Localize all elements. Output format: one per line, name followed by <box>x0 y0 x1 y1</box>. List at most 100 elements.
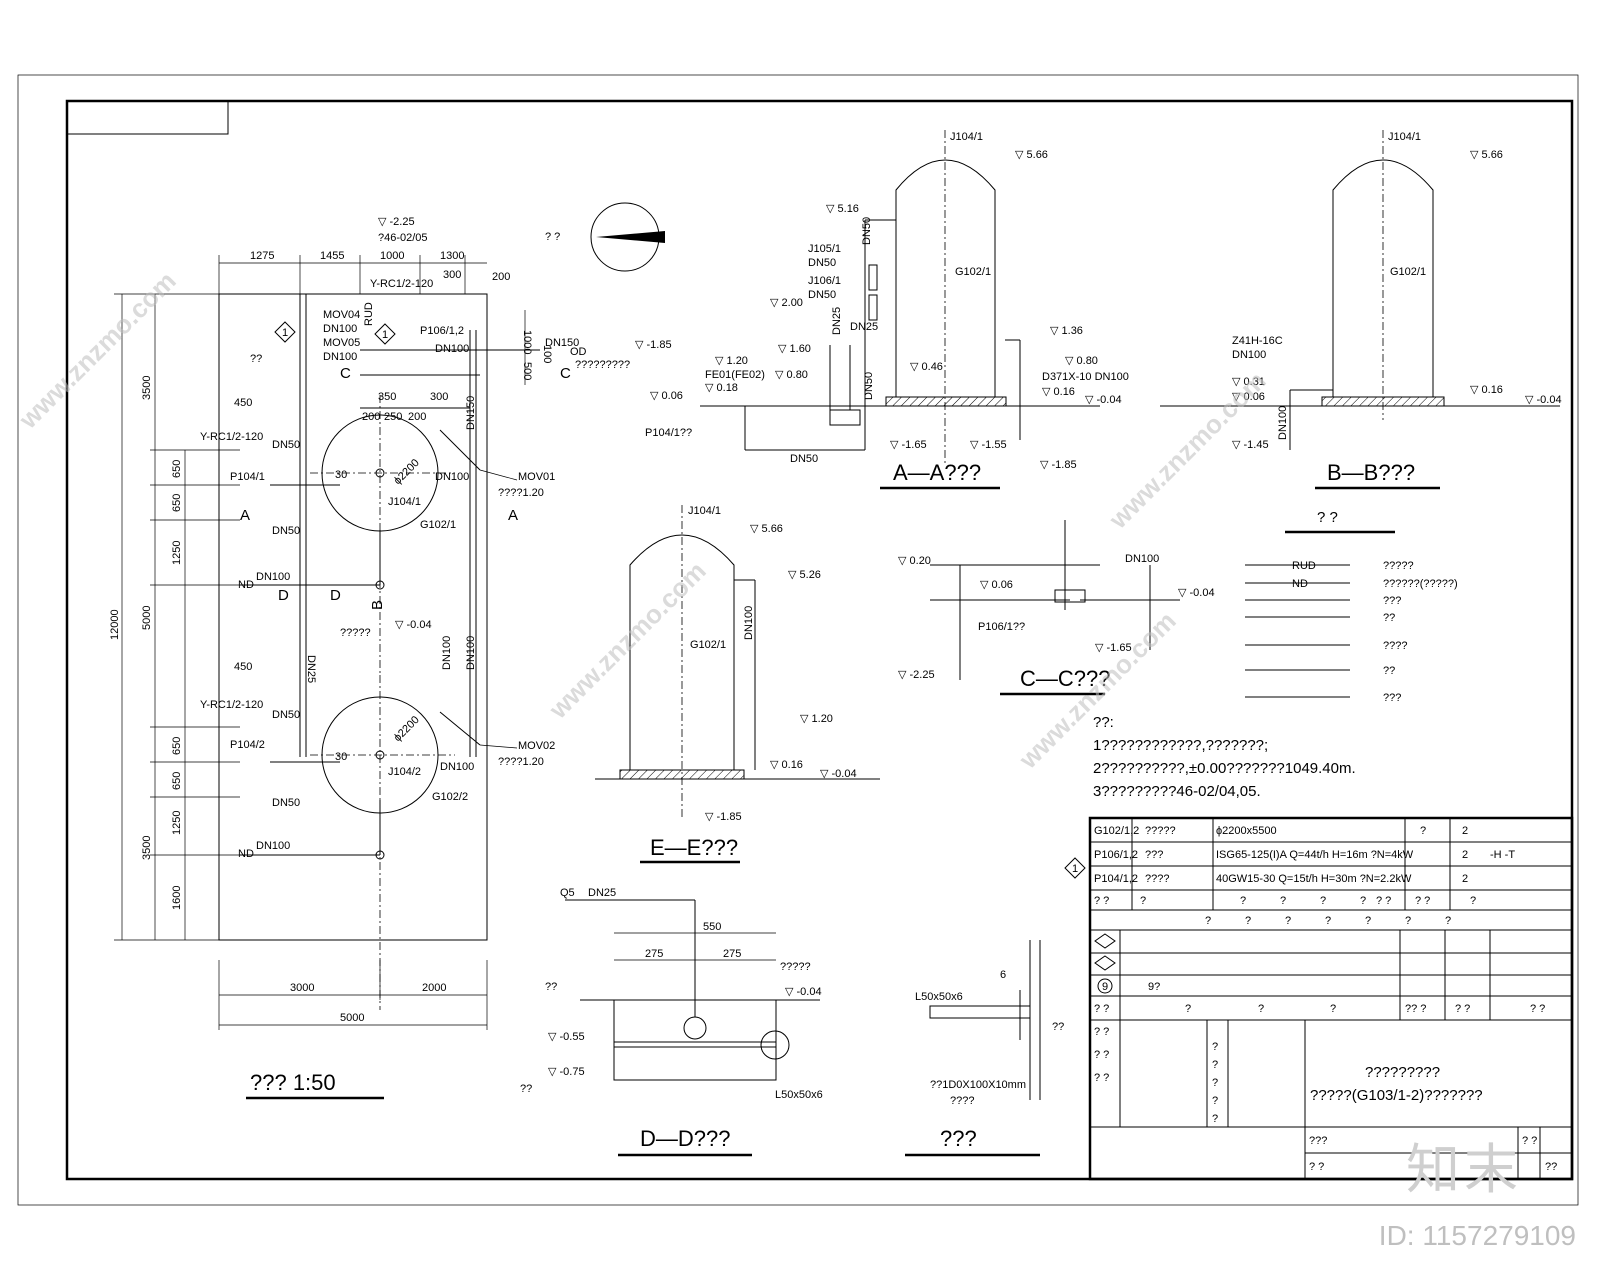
tb-rev-num: 9 <box>1102 981 1108 993</box>
dim-top-1: 1275 <box>250 250 274 262</box>
cc-label: P106/1?? <box>978 621 1025 633</box>
ee-label: J104/1 <box>688 505 721 517</box>
label-yrc-2: Y-RC1/2-120 <box>200 699 263 711</box>
label-g102-1: G102/1 <box>420 519 456 531</box>
tb-drawing-title: ?????(G103/1-2)??????? <box>1310 1087 1483 1104</box>
label-nd-2: ND <box>238 848 254 860</box>
sub-dim: 200 <box>408 411 426 423</box>
dim-left-9: 3500 <box>141 836 153 860</box>
dim-right-3: 100 <box>541 345 553 363</box>
eq-tag: G102/1,2 <box>1094 825 1139 837</box>
dim-top-5: 300 <box>443 269 461 281</box>
bb-label: ▽ -1.45 <box>1232 439 1269 451</box>
label-dn50-4: DN50 <box>272 797 300 809</box>
label-dn100-v1: DN100 <box>441 636 453 670</box>
tb-scale-val: ? ? <box>1522 1135 1537 1147</box>
aa-label: ▽ 0.80 <box>775 369 808 381</box>
cc-label: DN100 <box>1125 553 1159 565</box>
label-phi1: ϕ2200 <box>392 457 422 487</box>
aa-label: DN50 <box>861 217 873 245</box>
tb-header2: ? <box>1285 915 1291 927</box>
tb-person-mark: ? <box>1212 1113 1218 1125</box>
aa-label: ▽ 1.60 <box>778 343 811 355</box>
label-mov02: MOV02 <box>518 740 555 752</box>
legend-desc: ??? <box>1383 692 1401 704</box>
aa-label: ▽ 0.46 <box>910 361 943 373</box>
label-dn100-2: DN100 <box>440 761 474 773</box>
aa-title: A—A??? <box>893 460 981 485</box>
label-d-left: D <box>278 587 289 604</box>
bb-label: ▽ 0.16 <box>1470 384 1503 396</box>
eq-qty: 2 <box>1462 873 1468 885</box>
label-dn50-3: DN50 <box>272 709 300 721</box>
sub-dim: 250 <box>384 411 402 423</box>
aa-label: ▽ 0.16 <box>1042 386 1075 398</box>
aa-label: ▽ -0.04 <box>1085 394 1122 406</box>
eq-spec: ϕ2200x5500 <box>1216 825 1277 837</box>
ee-label: G102/1 <box>690 639 726 651</box>
label-c-left: C <box>340 365 351 382</box>
eq-qty: 2 <box>1462 825 1468 837</box>
legend-code-nd: ND <box>1292 578 1308 590</box>
eq-unit: ? <box>1420 825 1426 837</box>
aa-label: DN50 <box>808 289 836 301</box>
label-dn50-2: DN50 <box>272 525 300 537</box>
aa-label: ▽ 0.80 <box>1065 355 1098 367</box>
label-p104-1: P104/1 <box>230 471 265 483</box>
aa-label: DN50 <box>863 372 875 400</box>
detail-label: 6 <box>1000 969 1006 981</box>
dd-label: ▽ -0.75 <box>548 1066 585 1078</box>
ee-label: ▽ -1.85 <box>705 811 742 823</box>
tb-sign: ?? ? <box>1405 1003 1426 1015</box>
dim-left-10: 1600 <box>171 886 183 910</box>
notes-title: ??: <box>1093 714 1114 731</box>
label-j104-2: J104/2 <box>388 766 421 778</box>
section-aa: J104/1 ▽ 5.66 ▽ 5.16 DN50 J105/1 DN50 J1… <box>635 130 1129 490</box>
cc-label: ▽ -2.25 <box>898 669 935 681</box>
tb-person-mark: ? <box>1212 1095 1218 1107</box>
ee-title: E—E??? <box>650 835 738 860</box>
aa-label: J104/1 <box>950 131 983 143</box>
label-nd-1: ND <box>238 579 254 591</box>
dim-bottom-2: 2000 <box>422 982 446 994</box>
detail-label: ?? <box>1052 1021 1064 1033</box>
bb-title: B—B??? <box>1327 460 1415 485</box>
label-mov01-note: ????1.20 <box>498 487 544 499</box>
compass-label: ? ? <box>545 231 560 243</box>
bb-label: DN100 <box>1277 406 1289 440</box>
label-qq: ?? <box>250 353 262 365</box>
bb-label: ▽ 0.06 <box>1232 391 1265 403</box>
dim-bottom-3: 5000 <box>340 1012 364 1024</box>
tb-header: ? <box>1280 895 1286 907</box>
label-ref-top: ?46-02/05 <box>378 232 428 244</box>
detail-label: ??1D0X100X10mm <box>930 1079 1026 1091</box>
tb-header: ? <box>1240 895 1246 907</box>
plan-title: ??? 1:50 <box>250 1070 336 1095</box>
legend-desc: ??????(?????) <box>1383 578 1458 590</box>
tb-header2: ? <box>1405 915 1411 927</box>
dim-left-3: 650 <box>171 494 183 512</box>
label-dn50-1: DN50 <box>272 439 300 451</box>
tb-sheet-label: ? ? <box>1309 1161 1324 1173</box>
legend-desc: ??? <box>1383 595 1401 607</box>
tb-person-mark: ? <box>1212 1077 1218 1089</box>
dd-label: 275 <box>723 948 741 960</box>
bb-label: DN100 <box>1232 349 1266 361</box>
label-g102-2: G102/2 <box>432 791 468 803</box>
aa-label: ▽ 0.18 <box>705 382 738 394</box>
tb-scale-label: ??? <box>1309 1135 1327 1147</box>
label-c-right: C <box>560 365 571 382</box>
cc-label: ▽ 0.20 <box>898 555 931 567</box>
aa-label: DN25 <box>831 307 843 335</box>
label-elev-mid: ▽ -0.04 <box>395 619 432 631</box>
dim-left-6: 650 <box>171 737 183 755</box>
tb-sheet-val: ?? <box>1545 1161 1557 1173</box>
aa-label: DN25 <box>850 321 878 333</box>
title-block: G102/1,2 ????? ϕ2200x5500 ? 2 P106/1,2 ?… <box>1064 816 1574 1181</box>
legend-desc: ?? <box>1383 612 1395 624</box>
tb-header: ? <box>1140 895 1146 907</box>
label-a-left: A <box>240 507 250 524</box>
detail-view: L50x50x6 6 ?? ??1D0X100X10mm ???? ??? <box>905 940 1064 1157</box>
label-od: OD <box>570 346 587 358</box>
